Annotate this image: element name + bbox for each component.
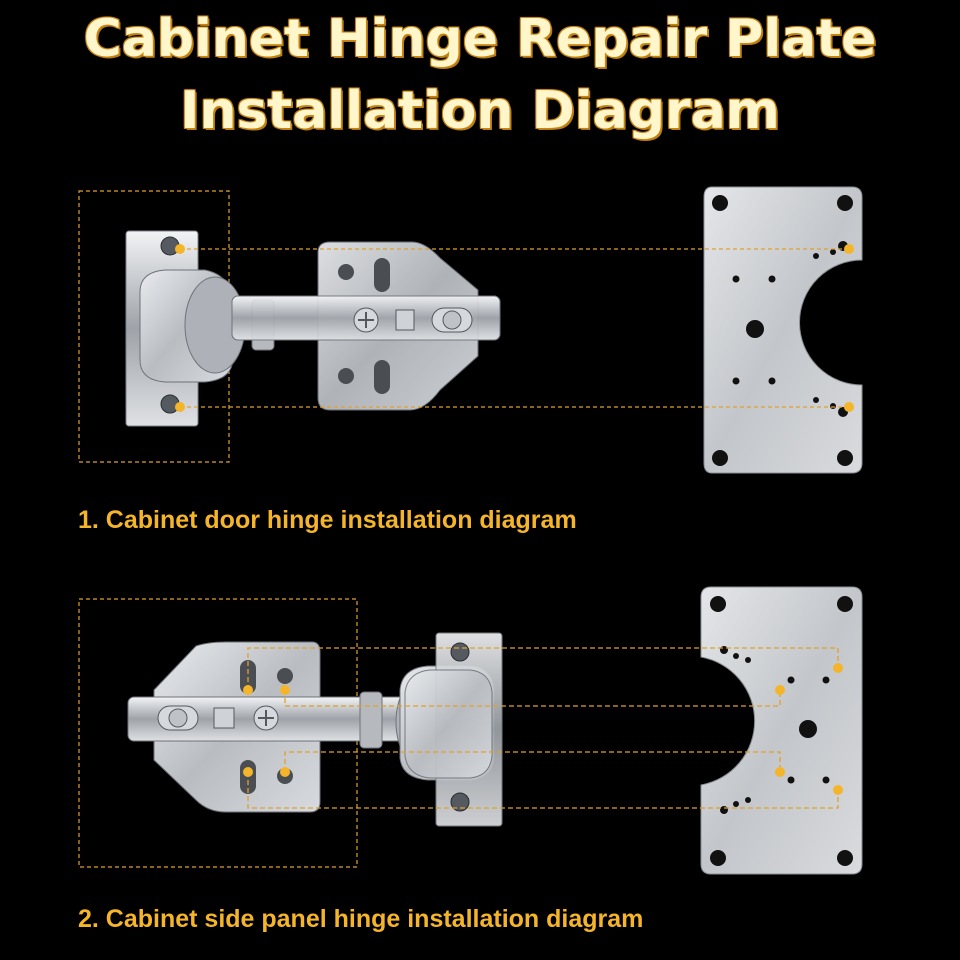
plate-center-hole-icon — [799, 720, 817, 738]
marker-dot-icon — [280, 685, 290, 695]
plate-corner-hole-icon — [710, 596, 726, 612]
plate-corner-hole-icon — [712, 195, 728, 211]
plate-corner-hole-icon — [837, 596, 853, 612]
alignment-line — [284, 751, 781, 772]
marker-dot-icon — [833, 785, 843, 795]
screw-hole-icon — [450, 642, 470, 662]
marker-dot-icon — [243, 767, 253, 777]
marker-dot-icon — [844, 244, 854, 254]
alignment-line — [247, 772, 839, 809]
marker-dot-icon — [775, 685, 785, 695]
repair-plate-2 — [700, 586, 863, 875]
alignment-line — [247, 647, 839, 690]
plate-corner-hole-icon — [837, 450, 853, 466]
plate-corner-hole-icon — [712, 450, 728, 466]
slot-hole-icon — [374, 258, 390, 292]
marker-dot-icon — [775, 767, 785, 777]
marker-dot-icon — [280, 767, 290, 777]
adjust-slot — [213, 707, 235, 729]
page-title-line-1: Cabinet Hinge Repair Plate — [83, 9, 877, 69]
marker-dot-icon — [243, 685, 253, 695]
marker-dot-icon — [175, 402, 185, 412]
hinge-knuckle — [359, 691, 383, 749]
door-hinge-diagram — [78, 186, 863, 474]
repair-plate-1 — [703, 186, 863, 474]
screw-hole-icon — [338, 264, 354, 280]
screw-hole-icon — [450, 792, 470, 812]
plate-center-hole-icon — [746, 320, 764, 338]
screw-hole-icon — [277, 668, 293, 684]
plate-corner-hole-icon — [710, 850, 726, 866]
marker-dot-icon — [175, 244, 185, 254]
side-panel-hinge-diagram — [78, 586, 863, 875]
diagram-2-caption: 2. Cabinet side panel hinge installation… — [78, 905, 644, 933]
adjust-slot — [395, 309, 415, 331]
marker-dot-icon — [844, 402, 854, 412]
marker-dot-icon — [833, 663, 843, 673]
slot-hole-icon — [374, 360, 390, 394]
screw-hole-icon — [338, 368, 354, 384]
diagram-1-caption: 1. Cabinet door hinge installation diagr… — [78, 506, 577, 534]
page-title-line-2: Installation Diagram — [180, 81, 780, 141]
plate-corner-hole-icon — [837, 850, 853, 866]
alignment-line — [284, 690, 781, 707]
plate-corner-hole-icon — [837, 195, 853, 211]
